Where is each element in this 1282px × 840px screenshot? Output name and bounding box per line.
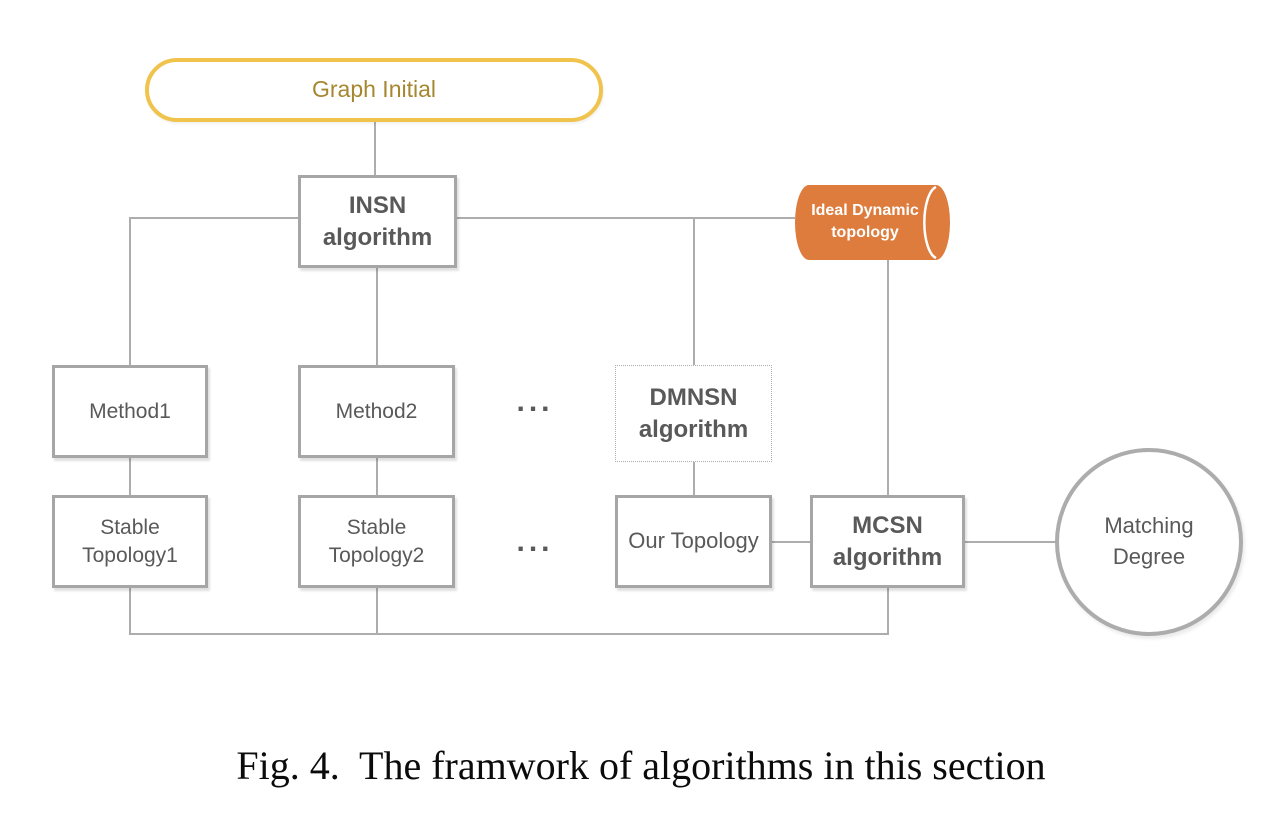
- node-label: Method1: [89, 399, 171, 423]
- node-stable-topology2: Stable Topology2: [298, 495, 455, 588]
- node-ideal-dynamic-topology-label: Ideal Dynamic topology: [800, 190, 930, 254]
- node-label-line2: Degree: [1112, 544, 1186, 569]
- ellipsis-methods: ...: [516, 385, 554, 418]
- node-label-line1: Matching: [1104, 513, 1194, 539]
- node-label-line1: DMNSN: [649, 384, 738, 412]
- node-label: Method2: [335, 399, 418, 423]
- node-label-line2: topology: [831, 224, 899, 241]
- node-label-line1: Stable: [346, 516, 407, 540]
- node-label: Graph Initial: [311, 76, 436, 103]
- cylinder-ideal-dynamic-topology: [795, 185, 951, 260]
- cylinder-end-cap-arc: [923, 185, 937, 260]
- node-label-line2: algorithm: [832, 543, 943, 571]
- node-label-line2: Topology2: [328, 543, 425, 567]
- node-method2: Method2: [298, 365, 455, 458]
- figure-caption: Fig. 4. The framwork of algorithms in th…: [236, 743, 1046, 788]
- connector-line: [129, 588, 889, 635]
- node-our-topology: Our Topology: [615, 495, 772, 588]
- node-label-line2: Topology1: [82, 543, 178, 567]
- node-label-line2: algorithm: [638, 415, 749, 443]
- cylinder-shape: [795, 185, 951, 260]
- node-label-line1: INSN: [348, 192, 407, 220]
- node-label-line1: Ideal Dynamic: [811, 202, 919, 220]
- node-label: Our Topology: [628, 528, 759, 554]
- node-stable-topology1: Stable Topology1: [52, 495, 208, 588]
- node-method1: Method1: [52, 365, 208, 458]
- node-insn-algorithm: INSN algorithm: [298, 175, 457, 268]
- node-dmnsn-algorithm: DMNSN algorithm: [615, 365, 772, 462]
- node-label-line1: MCSN: [852, 512, 923, 540]
- node-mcsn-algorithm: MCSN algorithm: [810, 495, 965, 588]
- node-label-line2: algorithm: [322, 223, 433, 251]
- node-graph-initial: Graph Initial: [145, 58, 603, 122]
- node-label-line1: Stable: [100, 516, 160, 540]
- ellipsis-topologies: ...: [516, 525, 554, 558]
- node-matching-degree: Matching Degree: [1055, 448, 1243, 636]
